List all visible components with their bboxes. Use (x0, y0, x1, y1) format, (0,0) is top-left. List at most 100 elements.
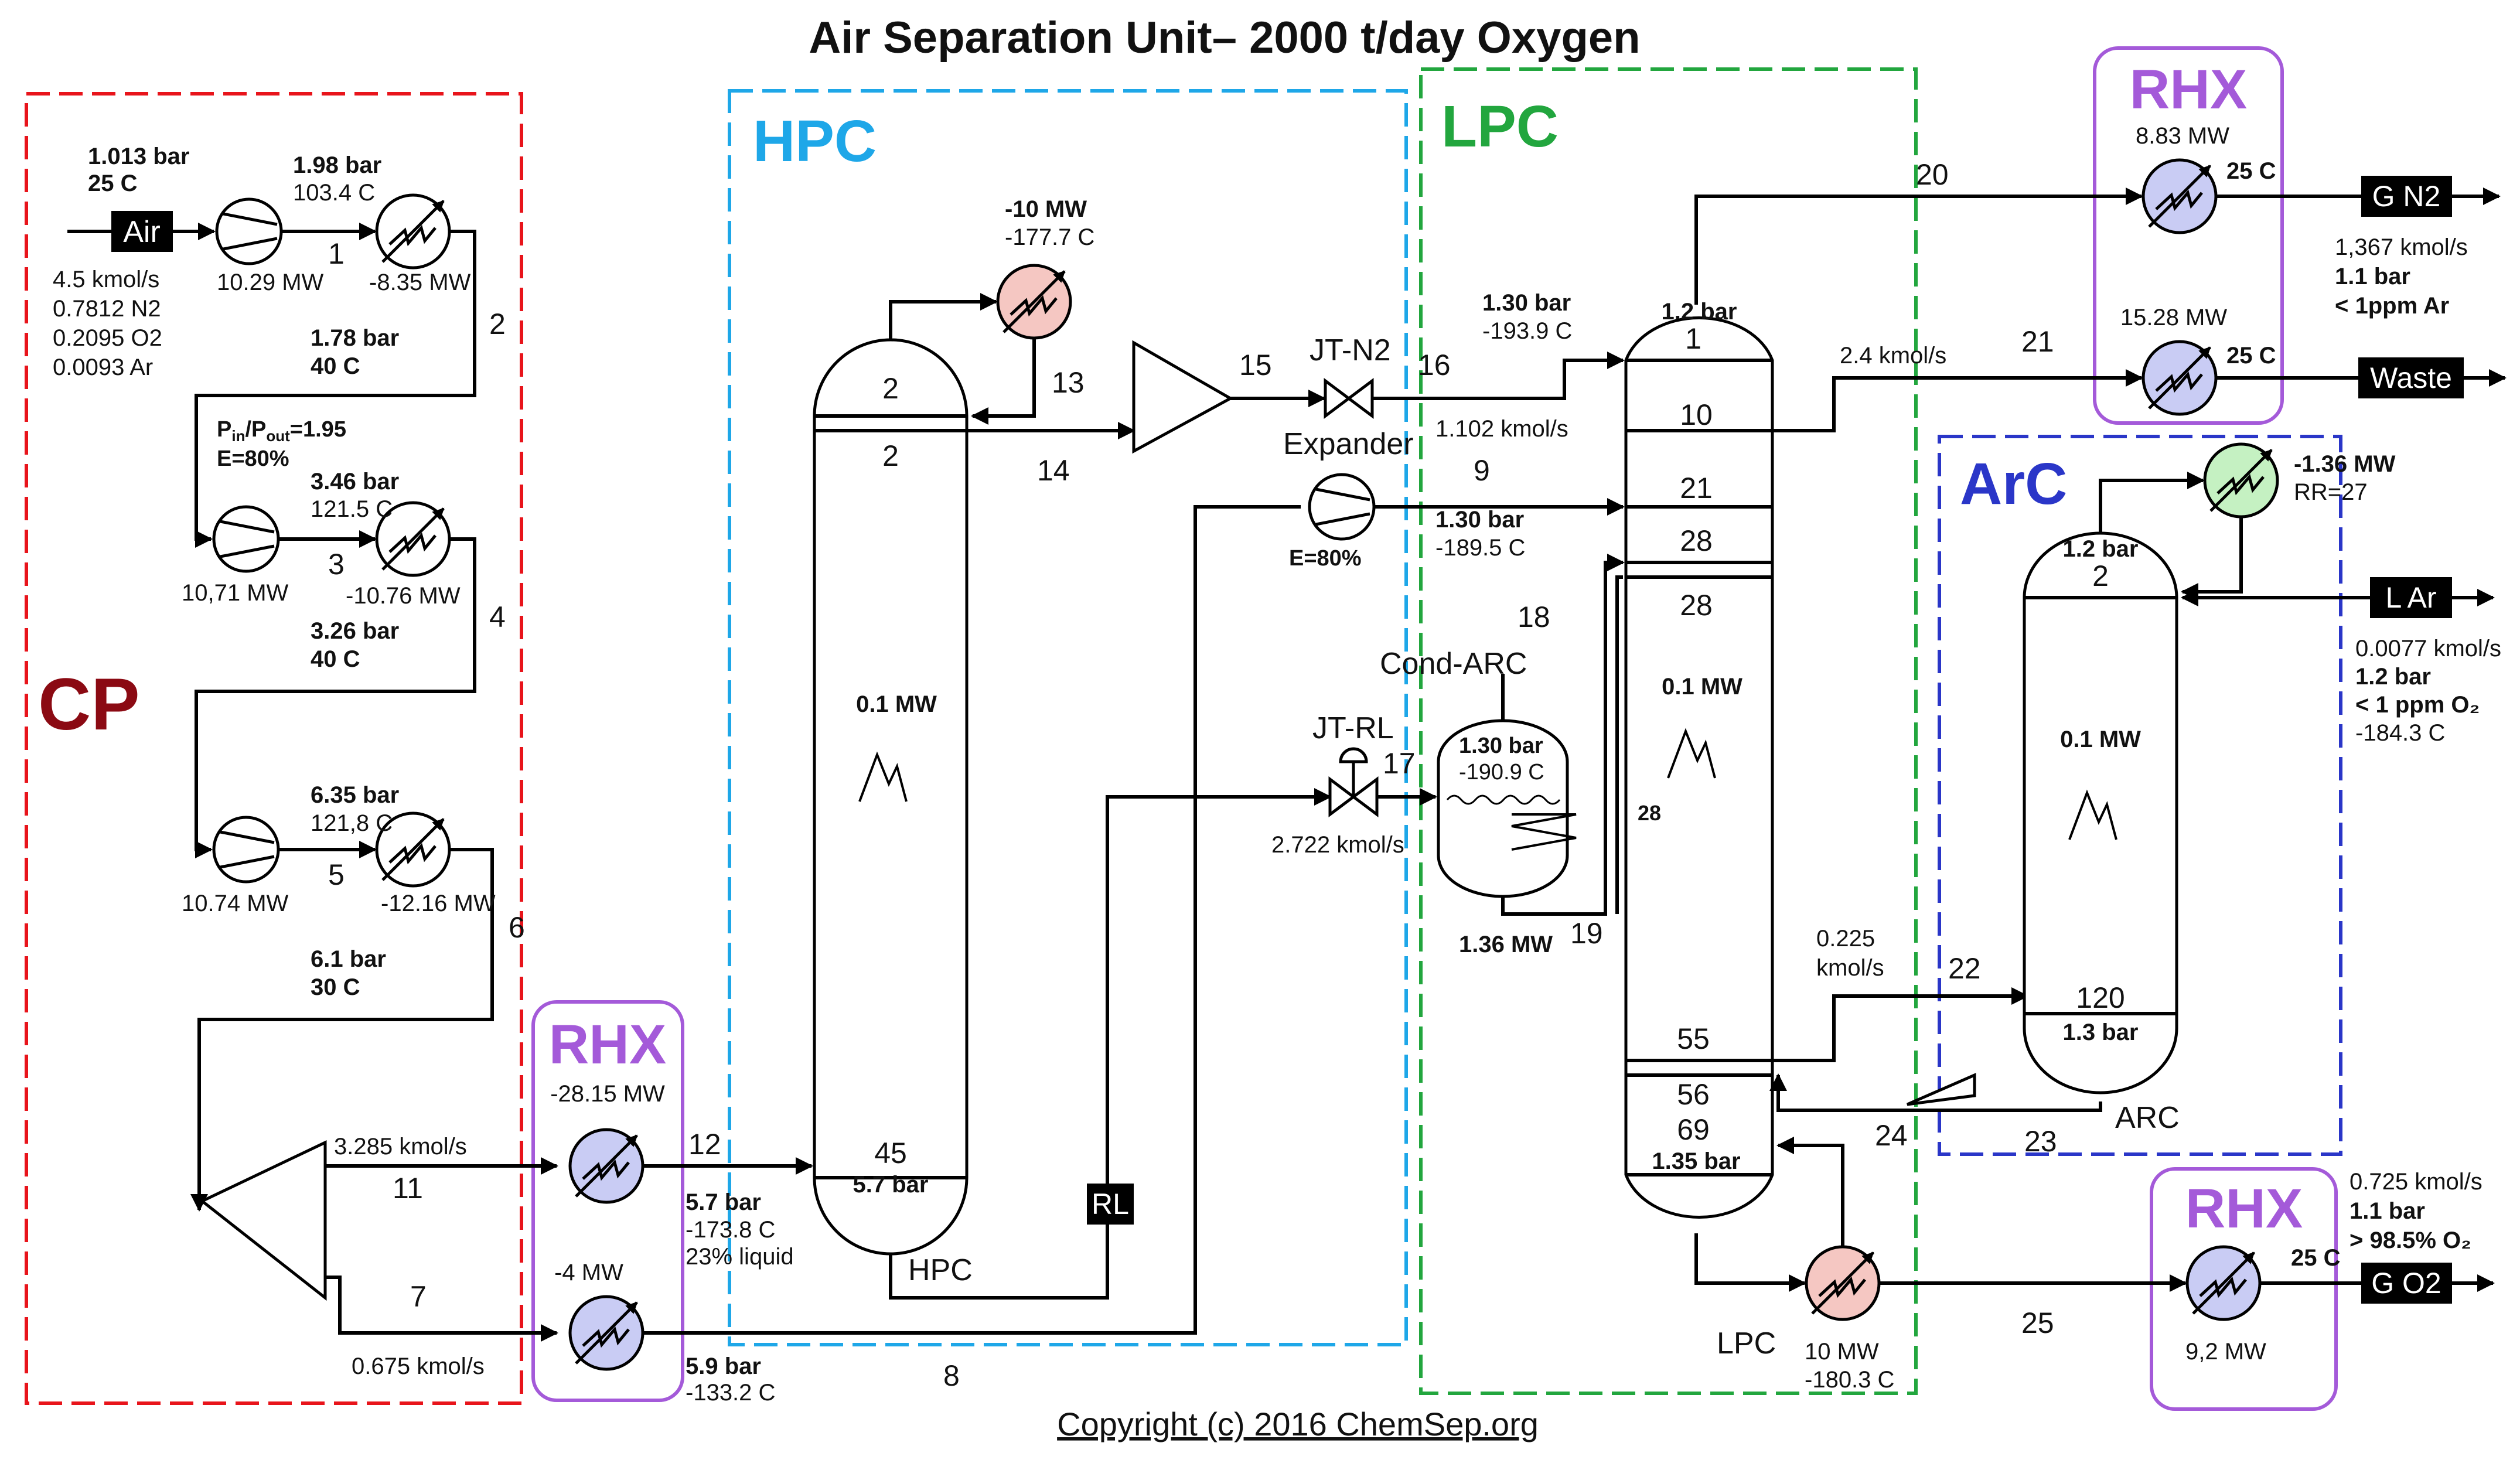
stream-4-temperature: 40 C (311, 646, 360, 672)
stream-24-number: 24 (1875, 1119, 1908, 1152)
stream-11-number: 11 (393, 1172, 423, 1205)
lar-flow: 0.0077 kmol/s (2355, 636, 2501, 661)
stream-16-flow: 1.102 kmol/s (1435, 416, 1568, 442)
arc-name: ARC (2115, 1101, 2180, 1135)
stream-11-flow: 3.285 kmol/s (334, 1134, 467, 1160)
diagram-title: Air Separation Unit– 2000 t/day Oxygen (809, 13, 1640, 63)
lpc-reboiler-temperature: -180.3 C (1805, 1367, 1894, 1393)
arc-section-box (1938, 435, 2342, 1156)
arc-label: ArC (1960, 451, 2067, 517)
lpc-inlet-2-temperature: -189.5 C (1435, 535, 1525, 561)
rhx-bottom-label: RHX (2185, 1178, 2303, 1240)
lpc-inlet-1-pressure: 1.30 bar (1482, 290, 1571, 316)
lpc-tray-28-c: 28 (1638, 801, 1661, 825)
rl-tag (1087, 1184, 1134, 1225)
go2-purity: > 98.5% O₂ (2350, 1227, 2471, 1253)
stream-22-number: 22 (1948, 952, 1981, 985)
cond-arc-label: Cond-ARC (1380, 647, 1527, 681)
stream-8-number: 8 (943, 1359, 960, 1392)
rhx-left-bottom-icon (570, 1297, 643, 1369)
splitter-icon (199, 1140, 327, 1301)
arc-top-tray: 2 (2092, 560, 2109, 592)
feed-n2: 0.7812 N2 (53, 296, 161, 322)
lpc-section-box (1419, 67, 1918, 1395)
stream-9-number: 9 (1474, 454, 1490, 487)
feed-ar: 0.0093 Ar (53, 354, 153, 380)
hpc-top-tray: 2 (882, 372, 899, 405)
go2-product-tag (2361, 1263, 2452, 1304)
hpc-name: HPC (908, 1253, 973, 1287)
hpc-column (813, 338, 969, 1256)
cond-arc-temperature: -190.9 C (1459, 760, 1544, 785)
lar-product-label: L Ar (2385, 581, 2436, 614)
hpc-condenser-duty: -10 MW (1005, 196, 1087, 222)
rhx-left-box (531, 1000, 684, 1402)
gn2-product-tag (2361, 176, 2452, 217)
cond-arc-coil-icon (1511, 813, 1577, 851)
stream-6-temperature: 30 C (311, 974, 360, 1000)
go2-product-label: G O2 (2371, 1267, 2441, 1300)
stream-8-temperature: -133.2 C (686, 1380, 775, 1406)
lpc-name: LPC (1717, 1326, 1776, 1360)
arc-condenser-icon (2205, 444, 2277, 517)
lpc-inlet-2-pressure: 1.30 bar (1435, 507, 1524, 533)
compressor-1-icon (217, 199, 281, 264)
jt-n2-valve-icon (1324, 378, 1374, 419)
feed-flow: 4.5 kmol/s (53, 267, 159, 292)
cond-arc-pressure: 1.30 bar (1459, 734, 1543, 758)
rhx-bottom-box (2150, 1167, 2338, 1411)
cooler-3-duty: -12.16 MW (381, 891, 496, 916)
stream-17-number: 17 (1383, 747, 1416, 780)
stream-7-flow: 0.675 kmol/s (352, 1353, 485, 1379)
lpc-tray-10: 10 (1680, 398, 1713, 431)
rhx-go2-temperature: 25 C (2291, 1245, 2341, 1271)
stream-13-number: 13 (1052, 366, 1085, 399)
rhx-go2-duty: 9,2 MW (2185, 1339, 2266, 1365)
cooler-1-duty: -8.35 MW (369, 270, 471, 295)
hpc-section-box (728, 89, 1408, 1346)
hpc-bottom-tray: 45 (874, 1137, 907, 1169)
stream-12-pressure: 5.7 bar (686, 1189, 761, 1215)
arc-bottom-tray: 120 (2076, 981, 2125, 1014)
go2-pressure: 1.1 bar (2350, 1198, 2425, 1224)
stream-15-number: 15 (1239, 349, 1272, 381)
lpc-reboiler-icon (1806, 1247, 1879, 1319)
turbine-icon (1132, 340, 1234, 454)
stream-2-temperature: 40 C (311, 353, 360, 379)
lar-pressure: 1.2 bar (2355, 664, 2431, 690)
pump-24-icon (1907, 1073, 1976, 1106)
gn2-purity: < 1ppm Ar (2335, 293, 2449, 319)
lpc-tray-28-b: 28 (1680, 589, 1713, 622)
go2-flow: 0.725 kmol/s (2350, 1169, 2483, 1195)
cp-label: CP (38, 664, 140, 745)
stream-2-number: 2 (489, 308, 506, 340)
stream-6-number: 6 (509, 911, 525, 944)
lpc-tray-1: 1 (1685, 322, 1701, 355)
lar-temperature: -184.3 C (2355, 720, 2445, 746)
lpc-reboiler-duty: 10 MW (1805, 1339, 1879, 1365)
stream-16-number: 16 (1418, 349, 1451, 381)
stream-22-flow: 0.225 (1816, 926, 1875, 952)
hpc-top-tray-2: 2 (882, 439, 899, 472)
lar-purity: < 1 ppm O₂ (2355, 692, 2480, 718)
compressor-2-icon (214, 507, 278, 571)
hpc-condenser-temperature: -177.7 C (1005, 224, 1094, 250)
lpc-tray-69: 69 (1677, 1113, 1710, 1146)
stream-12-liquid-fraction: 23% liquid (686, 1244, 794, 1270)
compressor-efficiency: E=80% (217, 446, 289, 471)
expander-label: Expander (1283, 427, 1414, 461)
cooler-2-duty: -10.76 MW (346, 583, 461, 609)
arc-reflux-ratio: RR=27 (2294, 479, 2368, 505)
stream-1-pressure: 1.98 bar (293, 152, 381, 178)
stream-5-pressure: 6.35 bar (311, 782, 399, 808)
stream-21-number: 21 (2021, 325, 2054, 358)
stream-1-number: 1 (328, 237, 345, 270)
gn2-pressure: 1.1 bar (2335, 264, 2410, 289)
hpc-bottom-pressure: 5.7 bar (853, 1172, 929, 1198)
cond-arc-liquid-level (1446, 794, 1561, 805)
lpc-tray-56: 56 (1677, 1078, 1710, 1111)
pressure-ratio: Pin/Pout=1.95 (217, 417, 346, 445)
stream-12-number: 12 (688, 1128, 721, 1161)
stream-12-temperature: -173.8 C (686, 1217, 775, 1243)
